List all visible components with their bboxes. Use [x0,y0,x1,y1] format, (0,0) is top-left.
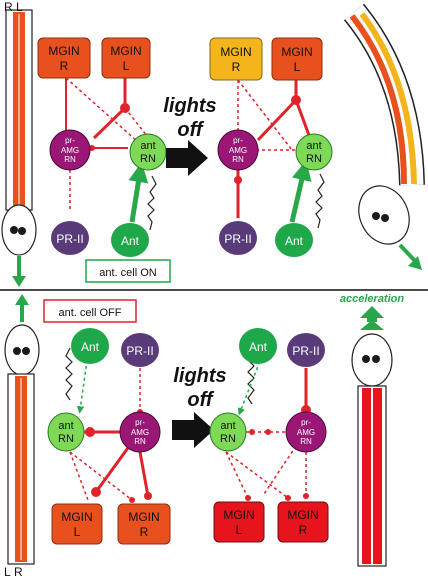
node-label: MGIN [220,45,251,59]
mgin-l-node-bottom-right [213,501,265,543]
node-label: RN [300,437,312,446]
node-label: MGIN [61,510,92,524]
node-label: MGIN [281,45,312,59]
ant-cell-off-box [43,299,137,323]
circuit-bottom-right: Ant PR-II ant RN pr- AMG RN MGIN L MGIN … [209,328,329,543]
node-label: R [232,60,241,74]
circuit-top-left: MGIN R MGIN L pr- AMG RN ant RN PR-II An… [37,37,167,257]
larva-right-bottom [351,306,393,567]
node-label: RN [306,153,322,165]
node-label: MGIN [48,44,79,58]
node-label: R [299,523,308,537]
node-label: RN [64,155,76,164]
ant-rn-node-bottom-left [47,412,85,452]
node-label: MGIN [287,508,318,522]
mgin-l-node [101,37,151,79]
ant-node-bottom-right [239,328,277,364]
node-label: pr- [65,136,75,145]
node-label: AMG [229,146,247,155]
arrow-up-icon-2 [360,320,384,330]
node-label: L [123,59,130,73]
mgin-r-node-bottom-left [117,503,171,545]
circuit-bottom-left: Ant PR-II ant RN pr- AMG RN MGIN L MGIN … [47,328,171,545]
corner-label-l-bottom: L [4,565,11,579]
node-label: L [236,523,243,537]
pr-ii-node-bottom-right [287,333,325,367]
node-label: AMG [131,428,149,437]
node-label: ant [220,420,235,432]
pramg-rn-node-top-right [217,129,259,171]
ant-cell-on-label: ant. cell ON [99,267,157,279]
larva-left-bottom [4,294,40,565]
node-label: PR-II [56,232,83,246]
node-label: ant [58,420,73,432]
corner-label-r: R [4,0,13,14]
node-label: PR-II [224,232,251,246]
node-label: AMG [61,146,79,155]
arrow-right-icon-bottom [172,412,214,448]
pramg-rn-node [49,129,91,171]
node-label: ant [140,140,155,152]
node-label: PR-II [292,344,319,358]
node-label: Ant [285,234,304,248]
pr-ii-node [51,221,89,255]
node-label: RN [134,437,146,446]
arrow-up-icon-1 [360,306,384,318]
mgin-r-node-bottom-right [277,501,329,543]
larva-curved-top-right [343,3,425,270]
lights-off-bottom-2: off [187,389,215,411]
ant-cell-on-box [85,259,171,283]
mgin-r-node-top-right [209,37,263,81]
lights-off-top-2: off [177,119,205,141]
node-label: MGIN [128,510,159,524]
arrow-right-icon [166,140,208,176]
node-label: AMG [297,428,315,437]
node-label: MGIN [110,44,141,58]
node-label: RN [232,155,244,164]
ant-rn-node-bottom-right [209,412,247,452]
node-label: PR-II [126,344,153,358]
acceleration-label: acceleration [340,293,404,305]
pr-ii-node-bottom-left [121,333,159,367]
ant-node-top-right [275,223,313,257]
corner-label-r-bottom: R [14,565,23,579]
node-label: pr- [135,418,145,427]
node-label: Ant [121,234,140,248]
node-label: L [294,60,301,74]
node-label: Ant [249,340,268,354]
node-label: RN [220,433,236,445]
lights-off-bottom-1: lights [173,365,226,387]
ant-node-bottom-left [71,328,109,364]
node-label: RN [140,153,156,165]
node-label: pr- [233,136,243,145]
lights-off-top-1: lights [163,95,216,117]
arrow-down-icon [12,276,26,287]
node-label: L [74,525,81,539]
pramg-rn-node-bottom-left [119,411,161,453]
mgin-l-node-bottom-left [51,503,103,545]
pr-ii-node-top-right [219,221,257,255]
circuit-top-right: MGIN R MGIN L pr- AMG RN ant RN PR-II An… [209,37,333,257]
mgin-r-node [37,37,91,79]
larva-left-top [1,9,37,287]
corner-label-l: L [16,0,23,14]
ant-cell-off-label: ant. cell OFF [59,307,122,319]
arrow-up-icon [15,294,29,305]
node-label: Ant [81,340,100,354]
node-label: pr- [301,418,311,427]
mgin-l-node-top-right [271,37,323,81]
pramg-rn-node-bottom-right [285,411,327,453]
node-label: MGIN [223,508,254,522]
node-label: RN [58,433,74,445]
arrow-down-right-icon [408,256,422,270]
node-label: R [60,59,69,73]
ant-rn-node-top-right [295,133,333,171]
node-label: R [140,525,149,539]
ant-node [111,223,149,257]
node-label: ant [306,140,321,152]
